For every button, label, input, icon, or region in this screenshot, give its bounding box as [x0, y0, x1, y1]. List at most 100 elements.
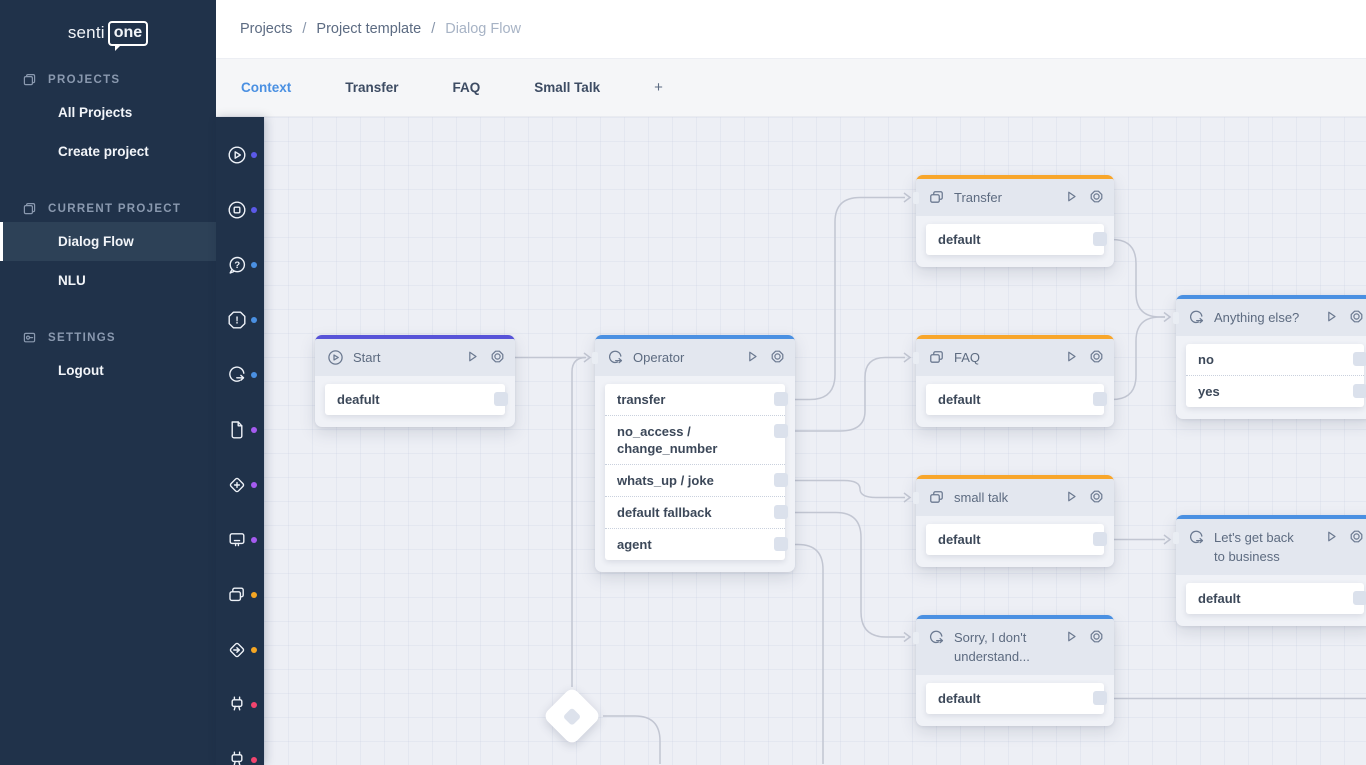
node-settings-icon[interactable] [1089, 189, 1104, 204]
add-tab-button[interactable]: + [654, 79, 663, 96]
node-settings-icon[interactable] [1089, 349, 1104, 364]
output-connector[interactable] [494, 392, 508, 406]
node-header[interactable]: Operator [592, 339, 795, 376]
node-input-port[interactable] [592, 352, 598, 364]
node-header[interactable]: Start [315, 339, 515, 376]
node-settings-icon[interactable] [1349, 309, 1364, 324]
flow-node-start[interactable]: Start deafult [315, 335, 515, 427]
sidebar-item-create-project[interactable]: Create project [0, 132, 216, 171]
sidebar-item-nlu[interactable]: NLU [0, 261, 216, 300]
palette-stop-circle-icon[interactable] [216, 182, 264, 237]
node-header[interactable]: Anything else? [1173, 299, 1366, 336]
node-row-label: deafult [337, 392, 380, 407]
flow-node-transfer[interactable]: Transfer default [913, 175, 1114, 267]
run-node-icon[interactable] [1064, 629, 1079, 644]
node-input-port[interactable] [913, 352, 919, 364]
flow-node-faq[interactable]: FAQ default [913, 335, 1114, 427]
node-input-port[interactable] [913, 632, 919, 644]
connection-line [1104, 316, 1165, 401]
node-settings-icon[interactable] [490, 349, 505, 364]
output-connector[interactable] [1353, 352, 1366, 366]
output-connector[interactable] [1093, 532, 1107, 546]
node-row-default[interactable]: default [926, 384, 1107, 415]
node-row-yes[interactable]: yes [1186, 376, 1366, 407]
run-node-icon[interactable] [1064, 189, 1079, 204]
node-settings-icon[interactable] [770, 349, 785, 364]
node-header[interactable]: FAQ [913, 339, 1114, 376]
node-row-agent[interactable]: agent [605, 529, 788, 560]
tab-transfer[interactable]: Transfer [345, 80, 399, 95]
node-row-no[interactable]: no [1186, 344, 1366, 376]
node-body: default [916, 675, 1114, 726]
node-row-default[interactable]: default [926, 524, 1107, 555]
node-input-port[interactable] [913, 192, 919, 204]
palette-play-circle-icon[interactable] [216, 127, 264, 182]
breadcrumb-item-projects[interactable]: Projects [240, 21, 293, 37]
tab-small-talk[interactable]: Small Talk [534, 80, 601, 95]
breadcrumb-item-project-template[interactable]: Project template [316, 21, 422, 37]
node-input-port[interactable] [1173, 532, 1179, 544]
output-connector[interactable] [1093, 232, 1107, 246]
output-connector[interactable] [1093, 392, 1107, 406]
node-header[interactable]: Let's get back to business [1173, 519, 1366, 575]
node-settings-icon[interactable] [1089, 489, 1104, 504]
palette-question-bubble-icon[interactable]: ? [216, 237, 264, 292]
output-connector[interactable] [774, 537, 788, 551]
sidebar-item-dialog-flow[interactable]: Dialog Flow [0, 222, 216, 261]
flow-node-small-talk[interactable]: small talk default [913, 475, 1114, 567]
sidebar-item-all-projects[interactable]: All Projects [0, 93, 216, 132]
node-input-port[interactable] [913, 492, 919, 504]
palette-plug-icon[interactable] [216, 732, 264, 765]
connection-line [603, 715, 661, 764]
palette-diamond-arrow-icon[interactable] [216, 622, 264, 677]
node-row-default[interactable]: default [926, 224, 1107, 255]
palette-plug-icon[interactable] [216, 677, 264, 732]
sidebar-item-label: Dialog Flow [58, 234, 134, 249]
palette-cards-icon[interactable] [216, 567, 264, 622]
tab-faq[interactable]: FAQ [452, 80, 481, 95]
run-node-icon[interactable] [1324, 309, 1339, 324]
palette-chat-arrow-icon[interactable] [216, 347, 264, 402]
node-row-whats-up-joke[interactable]: whats_up / joke [605, 465, 788, 497]
node-row-default-fallback[interactable]: default fallback [605, 497, 788, 529]
flow-node-sorry[interactable]: Sorry, I don't understand... default [913, 615, 1114, 726]
flow-node-back-to-business[interactable]: Let's get back to business default [1173, 515, 1366, 626]
sidebar-item-logout[interactable]: Logout [0, 351, 216, 390]
tab-context[interactable]: Context [241, 80, 292, 95]
connection-line [785, 196, 905, 401]
node-row-default[interactable]: default [1186, 583, 1366, 614]
node-row-deafult[interactable]: deafult [325, 384, 508, 415]
node-title: small talk [954, 490, 1009, 505]
output-connector[interactable] [774, 424, 788, 438]
node-input-port[interactable] [1173, 312, 1179, 324]
node-type-dot [251, 261, 257, 268]
node-header[interactable]: small talk [913, 479, 1114, 516]
output-connector[interactable] [1353, 591, 1366, 605]
run-node-icon[interactable] [745, 349, 760, 364]
palette-document-icon[interactable] [216, 402, 264, 457]
palette-exclamation-octagon-icon[interactable]: ! [216, 292, 264, 347]
node-row-default[interactable]: default [926, 683, 1107, 714]
palette-screen-icon[interactable] [216, 512, 264, 567]
run-node-icon[interactable] [1064, 489, 1079, 504]
output-connector[interactable] [774, 473, 788, 487]
palette-diamond-plus-icon[interactable] [216, 457, 264, 512]
node-row-no-access-change-number[interactable]: no_access / change_number [605, 416, 788, 465]
run-node-icon[interactable] [1064, 349, 1079, 364]
output-connector[interactable] [1093, 691, 1107, 705]
node-header[interactable]: Transfer [913, 179, 1114, 216]
node-header[interactable]: Sorry, I don't understand... [913, 619, 1114, 675]
run-node-icon[interactable] [1324, 529, 1339, 544]
output-connector[interactable] [774, 505, 788, 519]
output-connector[interactable] [774, 392, 788, 406]
node-settings-icon[interactable] [1349, 529, 1364, 544]
run-node-icon[interactable] [465, 349, 480, 364]
node-title: FAQ [954, 350, 981, 365]
output-connector[interactable] [1353, 384, 1366, 398]
node-settings-icon[interactable] [1089, 629, 1104, 644]
node-row-transfer[interactable]: transfer [605, 384, 788, 416]
